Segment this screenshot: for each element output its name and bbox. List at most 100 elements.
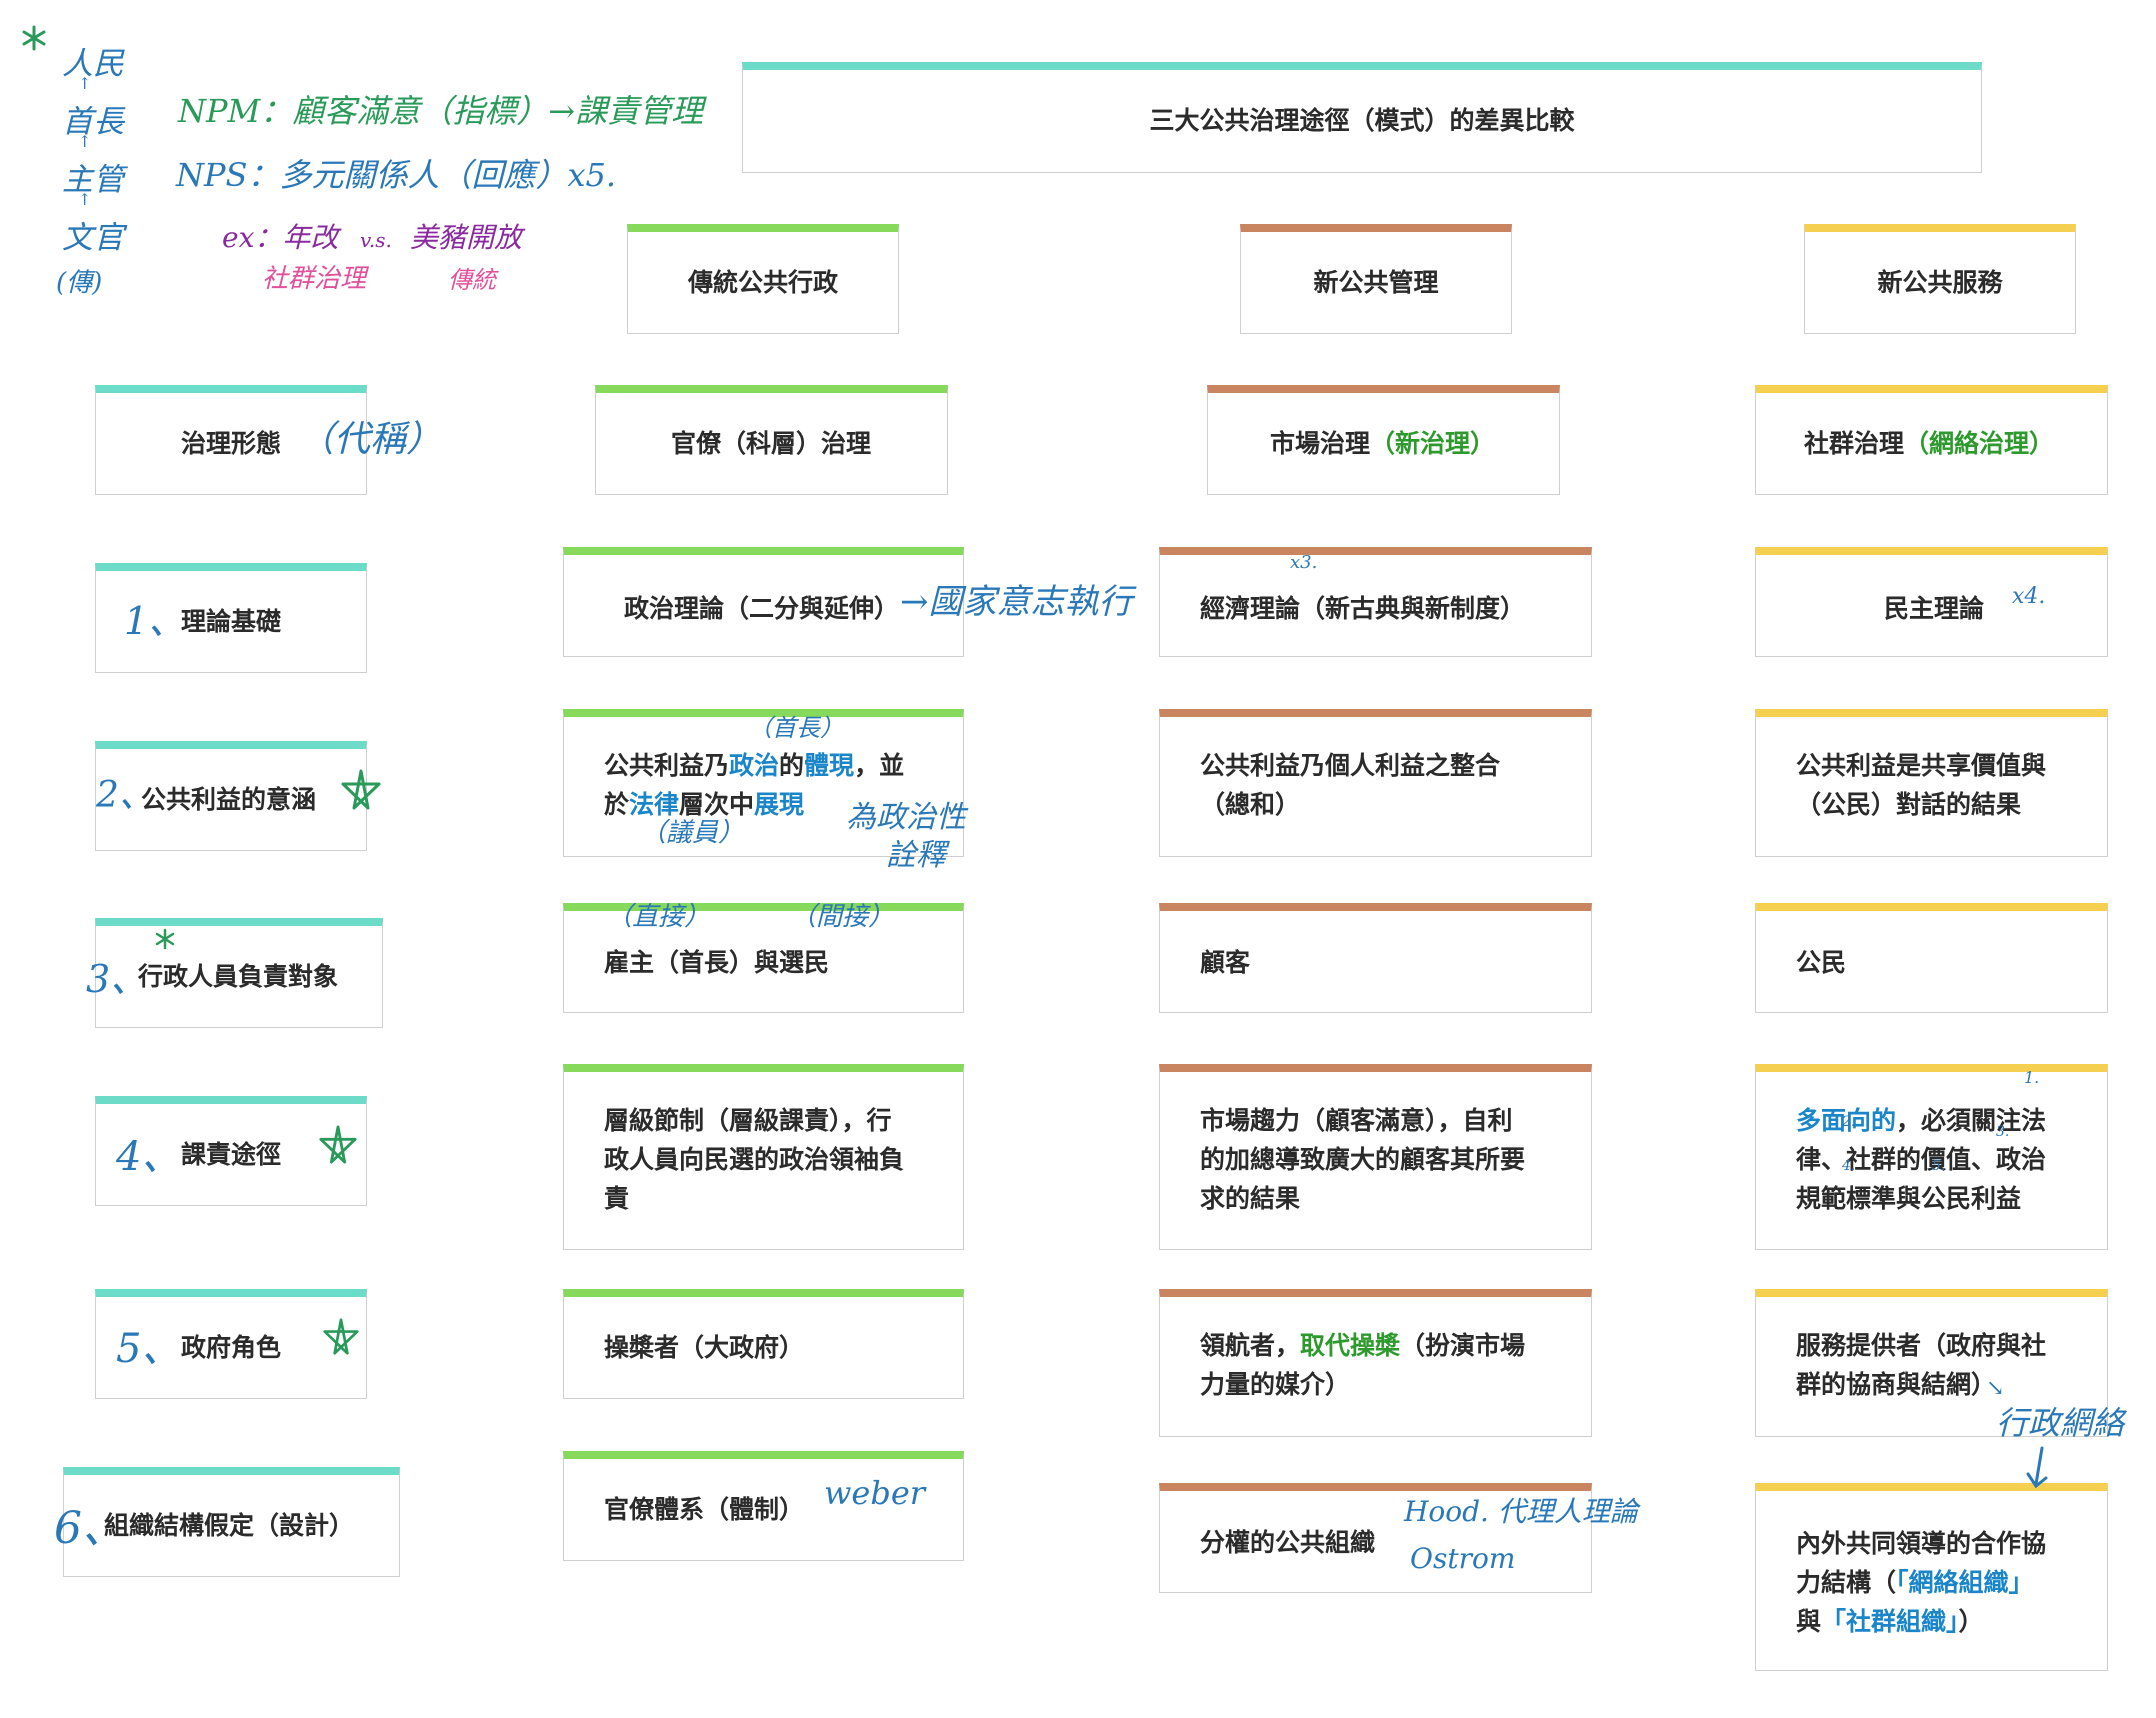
note-number-6: 6、 <box>54 1503 126 1554</box>
note-hood: Hood. 代理人理論 <box>1404 1495 1638 1528</box>
note-tradition: 傳統 <box>448 266 496 294</box>
cell-text-line2: 群的協商與結網） <box>1796 1370 1997 1399</box>
row-label: 治理形態 <box>181 429 282 458</box>
column-label: 傳統公共行政 <box>687 267 838 297</box>
star-icon <box>323 1318 359 1355</box>
note-pork: 美豬開放 <box>410 221 523 254</box>
note-community-governance: 社群治理 <box>262 264 367 294</box>
row-label: 行政人員負責對象 <box>138 962 339 991</box>
cell-npm-governance: 市場治理（新治理） <box>1207 385 1560 495</box>
note-head-official: （首長） <box>748 714 844 742</box>
note-official: 文官 <box>62 220 124 256</box>
row-header-organization: 組織結構假定（設計） <box>63 1467 400 1577</box>
cell-text-line3: 與「社群組織」） <box>1796 1607 1984 1636</box>
note-index-1: 1. <box>2024 1068 2040 1087</box>
note-index-5: 5. <box>1932 1158 1946 1174</box>
row-label: 組織結構假定（設計） <box>104 1511 355 1540</box>
cell-text: 雇主（首長）與選民 <box>604 948 830 977</box>
cell-npm-public-interest: 公共利益乃個人利益之整合 （總和） <box>1159 709 1592 857</box>
note-state-will: →國家意志執行 <box>900 582 1133 622</box>
row-header-governance: 治理形態 <box>95 385 367 495</box>
cell-text-line3: 責 <box>604 1184 630 1213</box>
cell-text-line2: 力量的媒介） <box>1200 1370 1351 1399</box>
row-header-public-interest: 公共利益的意涵 <box>95 741 367 851</box>
cell-text-line2: 力結構（「網絡組織」 <box>1796 1568 2034 1597</box>
column-header-npm: 新公共管理 <box>1240 224 1512 334</box>
note-nps: NPS：多元關係人（回應）x5. <box>176 156 617 194</box>
cell-text-line1: 公共利益乃政治的體現，並 <box>604 751 905 780</box>
cell-traditional-responsibility: 雇主（首長）與選民 <box>563 903 964 1013</box>
note-head: 首長 <box>62 104 124 140</box>
note-indirect: （間接） <box>790 902 895 932</box>
cell-traditional-government-role: 操槳者（大政府） <box>563 1289 964 1399</box>
row-label: 課責途徑 <box>181 1140 282 1169</box>
cell-text: 經濟理論（新古典與新制度） <box>1200 594 1526 623</box>
cell-text-line1: 服務提供者（政府與社 <box>1796 1331 2047 1360</box>
note-interpretation: 詮釋 <box>886 838 946 873</box>
cell-npm-government-role: 領航者，取代操槳（扮演市場 力量的媒介） <box>1159 1289 1592 1437</box>
note-manager: 主管 <box>62 162 124 198</box>
row-label: 理論基礎 <box>181 607 282 636</box>
column-header-nps: 新公共服務 <box>1804 224 2076 334</box>
note-people: 人民 <box>62 46 124 82</box>
cell-traditional-public-interest: 公共利益乃政治的體現，並 於法律層次中展現 <box>563 709 964 857</box>
note-alias: （代稱） <box>298 419 443 460</box>
note-x4: x4. <box>2012 584 2046 609</box>
note-index-4: 4. <box>1842 1158 1856 1174</box>
cell-text-line1: 領航者，取代操槳（扮演市場 <box>1200 1331 1526 1360</box>
arrow-up-icon: ↑ <box>78 190 92 209</box>
note-x3: x3. <box>1290 552 1318 573</box>
note-number-3: 3、 <box>86 957 149 1001</box>
row-label: 政府角色 <box>181 1333 282 1362</box>
cell-traditional-accountability: 層級節制（層級課責），行 政人員向民選的政治領袖負 責 <box>563 1064 964 1250</box>
row-header-responsibility: 行政人員負責對象 <box>95 918 383 1028</box>
cell-text: 政治理論（二分與延伸） <box>624 594 900 623</box>
note-index-3: 3. <box>1996 1124 2010 1140</box>
note-index-2: 2. <box>1842 1114 1856 1130</box>
cell-text-line2: （總和） <box>1200 790 1301 819</box>
note-number-1: 1、 <box>124 599 187 643</box>
cell-text-line2: 政人員向民選的政治領袖負 <box>604 1145 905 1174</box>
arrow-icon: ↘ <box>1986 1376 2005 1401</box>
note-versus: v.s. <box>360 228 392 252</box>
cell-text-line1: 公共利益乃個人利益之整合 <box>1200 751 1501 780</box>
cell-text-line1: 市場趨力（顧客滿意），自利 <box>1200 1106 1513 1135</box>
row-header-accountability: 課責途徑 <box>95 1096 367 1206</box>
cell-text: 民主理論 <box>1884 594 1985 623</box>
cell-traditional-theory: 政治理論（二分與延伸） <box>563 547 964 657</box>
note-traditional: (傳) <box>56 268 103 298</box>
cell-text-line1: 多面向的，必須關注法 <box>1796 1106 2047 1135</box>
cell-text-line2: 的加總導致廣大的顧客其所要 <box>1200 1145 1526 1174</box>
note-councilor: （議員） <box>640 818 745 848</box>
cell-nps-accountability: 多面向的，必須關注法 律、社群的價值、政治 規範標準與公民利益 <box>1755 1064 2108 1250</box>
arrow-up-icon: ↑ <box>78 74 92 93</box>
cell-nps-public-interest: 公共利益是共享價值與 （公民）對話的結果 <box>1755 709 2108 857</box>
cell-text: 公民 <box>1796 948 1847 977</box>
cell-traditional-governance: 官僚（科層）治理 <box>595 385 948 495</box>
note-weber: weber <box>824 1474 926 1512</box>
note-direct: （直接） <box>606 902 711 932</box>
cell-text-line1: 內外共同領導的合作協 <box>1796 1529 2047 1558</box>
cell-text: 操槳者（大政府） <box>604 1333 805 1362</box>
diagram-title: 三大公共治理途徑（模式）的差異比較 <box>1149 106 1575 135</box>
star-icon <box>341 769 381 810</box>
title-box: 三大公共治理途徑（模式）的差異比較 <box>742 62 1982 173</box>
cell-nps-governance: 社群治理（網絡治理） <box>1755 385 2108 495</box>
cell-text: 分權的公共組織 <box>1200 1528 1376 1557</box>
note-number-5: 5、 <box>116 1326 182 1372</box>
cell-text-line1: 層級節制（層級課責），行 <box>604 1106 892 1135</box>
cell-npm-organization: 分權的公共組織 <box>1159 1483 1592 1593</box>
row-header-theory: 理論基礎 <box>95 563 367 673</box>
arrow-down-icon <box>2026 1446 2048 1489</box>
cell-text: 官僚（科層）治理 <box>671 429 872 458</box>
row-header-government-role: 政府角色 <box>95 1289 367 1399</box>
cell-text-line2: 於法律層次中展現 <box>604 790 805 819</box>
cell-traditional-organization: 官僚體系（體制） <box>563 1451 964 1561</box>
note-number-2: 2、 <box>96 775 155 816</box>
asterisk-icon <box>155 928 175 950</box>
note-npm: NPM：顧客滿意（指標）→課責管理 <box>178 92 704 130</box>
column-label: 新公共服務 <box>1877 267 2003 297</box>
cell-nps-theory: 民主理論 <box>1755 547 2108 657</box>
cell-text-line2: （公民）對話的結果 <box>1796 790 2022 819</box>
cell-npm-accountability: 市場趨力（顧客滿意），自利 的加總導致廣大的顧客其所要 求的結果 <box>1159 1064 1592 1250</box>
